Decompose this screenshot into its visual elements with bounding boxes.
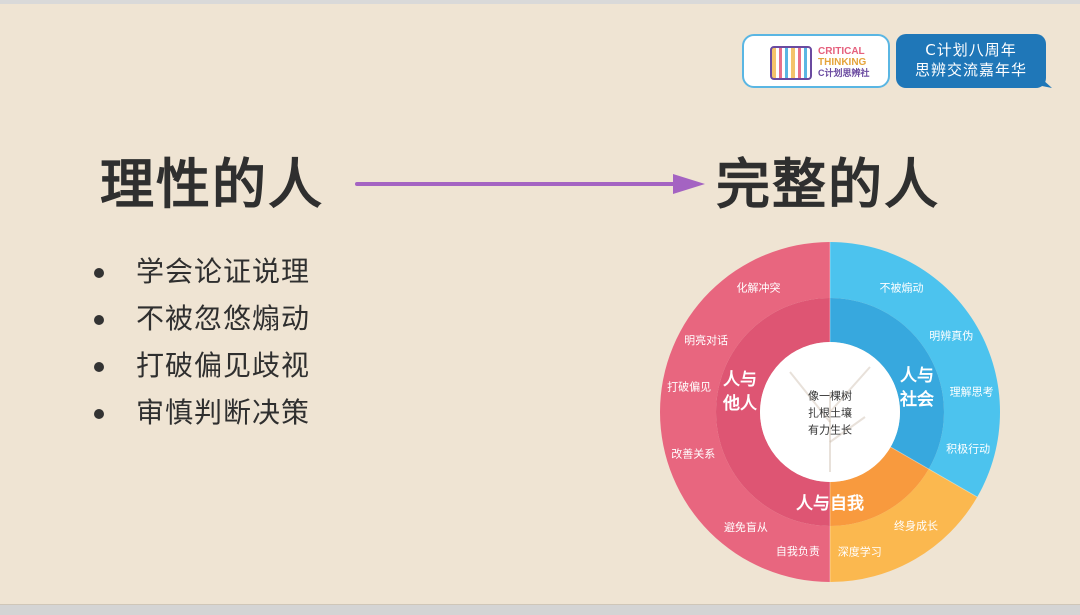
arrow-right-icon xyxy=(355,174,705,194)
bullet-item: 不被忽悠煽动 xyxy=(92,299,310,346)
outer-ring-item: 积极行动 xyxy=(946,442,990,456)
center-text-line: 扎根土壤 xyxy=(808,406,852,420)
inner-ring-sector xyxy=(716,298,830,526)
sector-label: 社会 xyxy=(899,389,934,410)
bullet-dot-icon xyxy=(94,409,104,419)
outer-ring-sector xyxy=(830,242,1000,497)
logo-line3: C计划思辨社 xyxy=(818,68,870,78)
outer-ring-item: 明亮对话 xyxy=(684,333,728,347)
badge-line2: 思辨交流嘉年华 xyxy=(914,61,1027,79)
bullet-dot-icon xyxy=(94,362,104,372)
center-circle xyxy=(760,342,900,482)
logo-line1: CRITICAL xyxy=(818,46,865,57)
bottom-bar xyxy=(0,605,1080,615)
sector-label: 人与 xyxy=(723,370,757,390)
inner-ring-sector xyxy=(830,447,929,526)
outer-ring-item: 明辨真伪 xyxy=(929,329,973,343)
logo-critical-thinking: CRITICAL THINKING C计划思辨社 xyxy=(742,34,890,88)
bullet-list: 学会论证说理 不被忽悠煽动 打破偏见歧视 审慎判断决策 xyxy=(92,252,310,440)
slide: CRITICAL THINKING C计划思辨社 C计划八周年 思辨交流嘉年华 … xyxy=(0,4,1080,605)
sector-label: 人与自我 xyxy=(796,493,864,514)
logo-line2: THINKING xyxy=(818,57,867,68)
outer-ring-sector xyxy=(660,242,830,582)
bullet-item: 审慎判断决策 xyxy=(92,393,310,440)
outer-ring-item: 不被煽动 xyxy=(880,281,924,295)
outer-ring-item: 自我负责 xyxy=(776,544,820,558)
outer-ring-item: 深度学习 xyxy=(838,544,882,558)
inner-ring-sector xyxy=(830,298,944,469)
badge-line1: C计划八周年 xyxy=(925,41,1017,59)
outer-ring-item: 改善关系 xyxy=(671,446,715,460)
logo-mark-icon xyxy=(770,46,812,80)
bullet-dot-icon xyxy=(94,268,104,278)
outer-ring-sector xyxy=(830,469,978,582)
title-complete-person: 完整的人 xyxy=(716,153,940,216)
outer-ring-item: 终身成长 xyxy=(894,519,938,533)
title-rational-person: 理性的人 xyxy=(100,153,324,216)
sector-label: 他人 xyxy=(722,393,758,414)
anniversary-badge: C计划八周年 思辨交流嘉年华 xyxy=(896,34,1046,88)
sector-label: 人与 xyxy=(900,366,934,386)
speech-tail-icon xyxy=(1032,70,1052,88)
bullet-item: 学会论证说理 xyxy=(92,252,310,299)
sector-divider xyxy=(890,446,978,498)
center-text-line: 有力生长 xyxy=(808,423,852,437)
bullet-dot-icon xyxy=(94,315,104,325)
event-logo: CRITICAL THINKING C计划思辨社 C计划八周年 思辨交流嘉年华 xyxy=(742,34,1052,92)
outer-ring-item: 化解冲突 xyxy=(737,281,781,295)
tree-sketch-icon xyxy=(789,366,871,472)
outer-ring-item: 理解思考 xyxy=(950,385,994,399)
outer-ring-item: 避免盲从 xyxy=(724,520,768,534)
bullet-item: 打破偏见歧视 xyxy=(92,346,310,393)
outer-ring-item: 打破偏见 xyxy=(667,380,711,394)
center-text-line: 像一棵树 xyxy=(808,389,852,403)
